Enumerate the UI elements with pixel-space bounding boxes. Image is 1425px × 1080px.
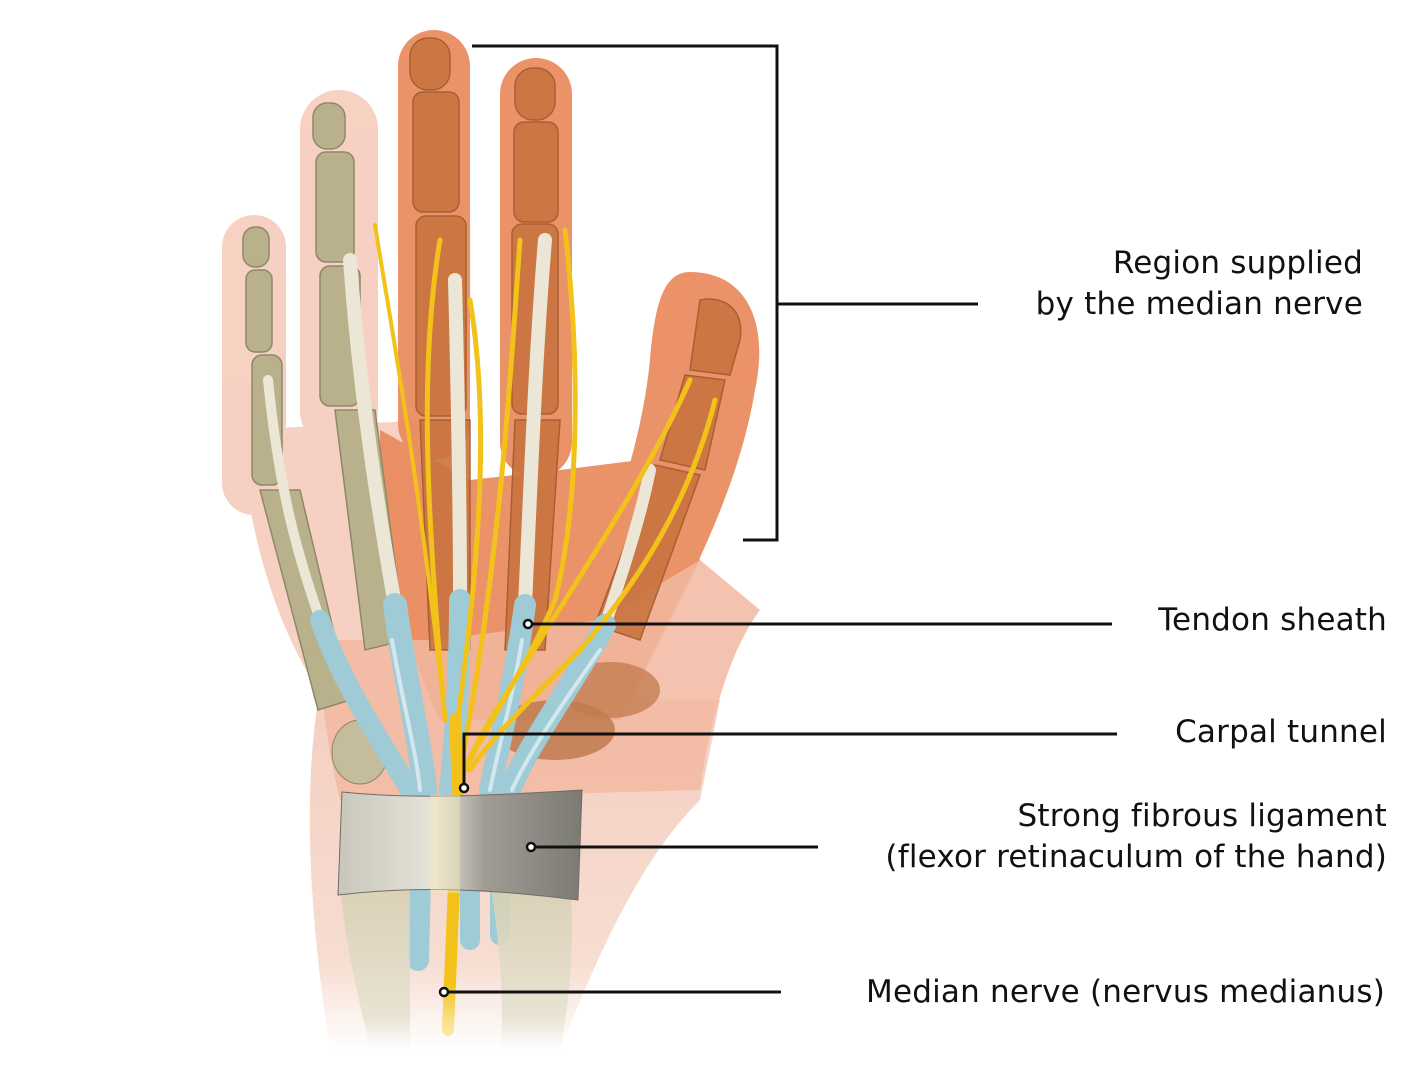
leader-carpal-tunnel <box>462 732 1117 787</box>
label-median-nerve: Median nerve (nervus medianus) <box>866 974 1385 1010</box>
label-region-line1: Region supplied <box>1112 245 1363 281</box>
label-flexor-retinaculum: Strong fibrous ligament (flexor retinacu… <box>885 796 1387 878</box>
label-ligament-line1: Strong fibrous ligament <box>1017 798 1387 834</box>
forearm-bones <box>340 880 572 1050</box>
label-tendon-sheath: Tendon sheath <box>1158 602 1387 638</box>
label-ligament-line2: (flexor retinaculum of the hand) <box>885 839 1387 875</box>
tendon-sheath-highlights <box>390 638 602 792</box>
label-region-line2: by the median nerve <box>1035 286 1363 322</box>
label-carpal-tunnel: Carpal tunnel <box>1175 714 1387 750</box>
region-bracket <box>472 44 978 542</box>
leader-dots <box>438 618 537 998</box>
median-nerve-branches <box>373 223 718 773</box>
label-region-supplied: Region supplied by the median nerve <box>1036 243 1363 325</box>
flexor-retinaculum <box>337 789 583 901</box>
palm-skin <box>320 560 760 800</box>
leader-lines <box>444 622 1117 994</box>
median-nerve <box>442 714 465 1036</box>
